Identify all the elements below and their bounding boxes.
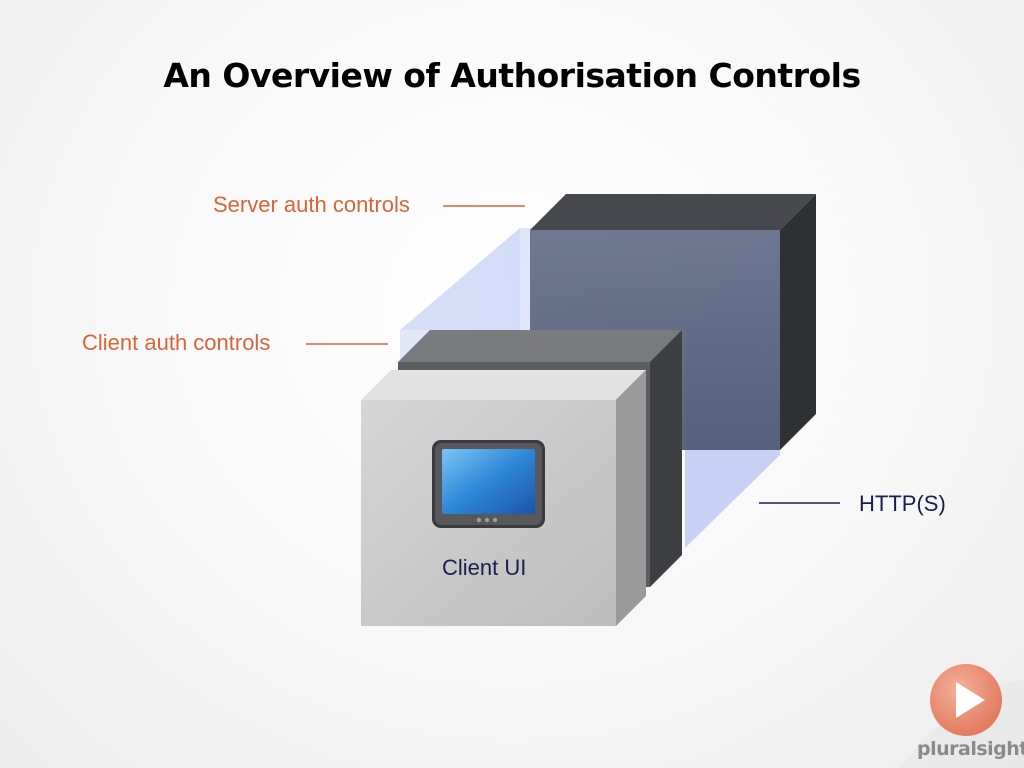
monitor-icon <box>432 440 545 528</box>
page-title: An Overview of Authorisation Controls <box>163 56 861 95</box>
client-auth-label: Client auth controls <box>82 330 271 355</box>
pluralsight-wordmark: pluralsight <box>917 738 1024 760</box>
server-auth-label: Server auth controls <box>213 192 410 217</box>
http-label: HTTP(S) <box>859 491 946 516</box>
pluralsight-logo <box>900 664 1024 768</box>
client-ui-label: Client UI <box>442 555 527 580</box>
client-ui-box <box>361 370 646 626</box>
